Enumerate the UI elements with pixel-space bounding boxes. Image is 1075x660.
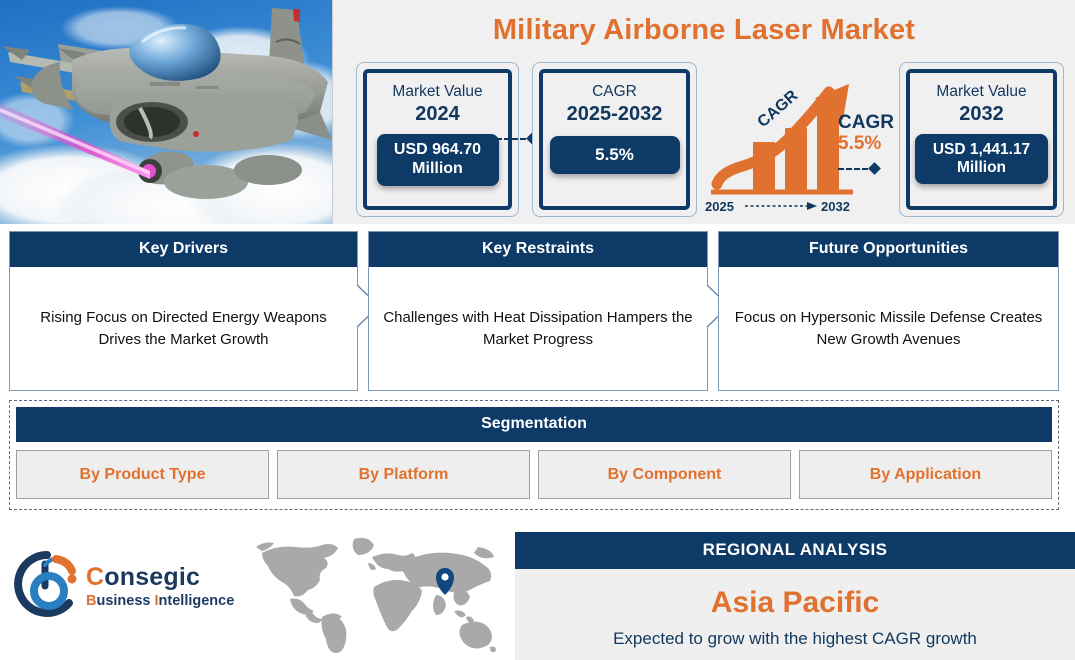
map-location-pin-icon bbox=[436, 568, 454, 595]
cagr-callout: CAGR 5.5% bbox=[838, 113, 894, 155]
panel-key-drivers: Key Drivers Rising Focus on Directed Ene… bbox=[9, 231, 358, 391]
segmentation-card-application[interactable]: By Application bbox=[799, 450, 1052, 499]
connector-dashed-1 bbox=[496, 132, 539, 145]
cagr-callout-label: CAGR bbox=[838, 112, 894, 133]
panel-text: Challenges with Heat Dissipation Hampers… bbox=[383, 309, 693, 348]
logo-tagline-i: I bbox=[154, 593, 159, 609]
region-subtitle: Expected to grow with the highest CAGR g… bbox=[613, 629, 977, 648]
footer-section: Consegic Business Intelligence bbox=[0, 515, 1075, 660]
segmentation-section: Segmentation By Product Type By Platform… bbox=[9, 400, 1059, 510]
metric-card-market-value-2032: Market Value 2032 USD 1,441.17 Million bbox=[899, 62, 1064, 217]
dashed-line bbox=[496, 137, 526, 140]
chart-bar-3 bbox=[817, 104, 839, 192]
panel-text: Focus on Hypersonic Missile Defense Crea… bbox=[734, 309, 1043, 348]
hero-panel: Military Airborne Laser Market Market Va… bbox=[333, 0, 1075, 224]
company-logo: Consegic Business Intelligence bbox=[14, 545, 249, 623]
panel-text: Rising Focus on Directed Energy Weapons … bbox=[40, 309, 327, 348]
cagr-callout-value: 5.5% bbox=[838, 132, 882, 154]
regional-analysis-panel: REGIONAL ANALYSIS Asia Pacific Expected … bbox=[515, 532, 1075, 660]
hero-image-fighter-jet bbox=[0, 0, 333, 224]
logo-company-name: Consegic bbox=[86, 563, 200, 592]
metric-year: 2025-2032 bbox=[566, 102, 663, 125]
region-name: Asia Pacific bbox=[710, 586, 880, 619]
fighter-jet-illustration bbox=[0, 0, 332, 224]
regional-analysis-title: REGIONAL ANALYSIS bbox=[515, 532, 1075, 569]
metric-value: USD 964.70 Million bbox=[376, 133, 499, 186]
metric-value: USD 1,441.17 Million bbox=[915, 133, 1048, 185]
segmentation-card-component[interactable]: By Component bbox=[538, 450, 791, 499]
logo-tagline: Business Intelligence bbox=[86, 593, 234, 609]
segmentation-title: Segmentation bbox=[16, 407, 1052, 442]
segmentation-card-product-type[interactable]: By Product Type bbox=[16, 450, 269, 499]
segmentation-card-platform[interactable]: By Platform bbox=[277, 450, 530, 499]
logo-tagline-b: B bbox=[86, 593, 97, 609]
top-section: Military Airborne Laser Market Market Va… bbox=[0, 0, 1075, 225]
page-title: Military Airborne Laser Market bbox=[492, 14, 916, 46]
logo-name-rest: onsegic bbox=[104, 563, 201, 591]
metric-value: 5.5% bbox=[549, 135, 680, 174]
panel-key-restraints: Key Restraints Challenges with Heat Diss… bbox=[368, 231, 708, 391]
key-factors-section: Key Drivers Rising Focus on Directed Ene… bbox=[0, 231, 1075, 391]
logo-tagline-ntelligence: ntelligence bbox=[158, 593, 235, 609]
consegic-logo-mark bbox=[14, 551, 77, 617]
diamond-marker bbox=[868, 162, 881, 175]
metric-year: 2032 bbox=[959, 102, 1004, 125]
logo-tagline-usiness: usiness bbox=[96, 593, 155, 609]
dashed-line bbox=[838, 167, 868, 170]
panel-title: Key Drivers bbox=[10, 232, 357, 267]
panel-title: Future Opportunities bbox=[719, 232, 1058, 267]
metric-year: 2024 bbox=[415, 102, 460, 125]
metric-card-market-value-2024: Market Value 2024 USD 964.70 Million bbox=[356, 62, 519, 217]
cagr-growth-chart: CAGR 2025 2032 bbox=[703, 80, 899, 215]
metric-label: CAGR bbox=[592, 83, 637, 100]
chart-start-year: 2025 bbox=[705, 199, 734, 214]
metric-label: Market Value bbox=[936, 83, 1027, 100]
logo-name-initial: C bbox=[86, 563, 105, 591]
panel-title: Key Restraints bbox=[369, 232, 707, 267]
metric-card-cagr: CAGR 2025-2032 5.5% bbox=[532, 62, 697, 217]
world-map-graphic bbox=[256, 537, 496, 653]
metric-label: Market Value bbox=[392, 83, 483, 100]
panel-future-opportunities: Future Opportunities Focus on Hypersonic… bbox=[718, 231, 1059, 391]
connector-dashed-2 bbox=[838, 162, 881, 175]
chart-end-year: 2032 bbox=[821, 199, 850, 214]
